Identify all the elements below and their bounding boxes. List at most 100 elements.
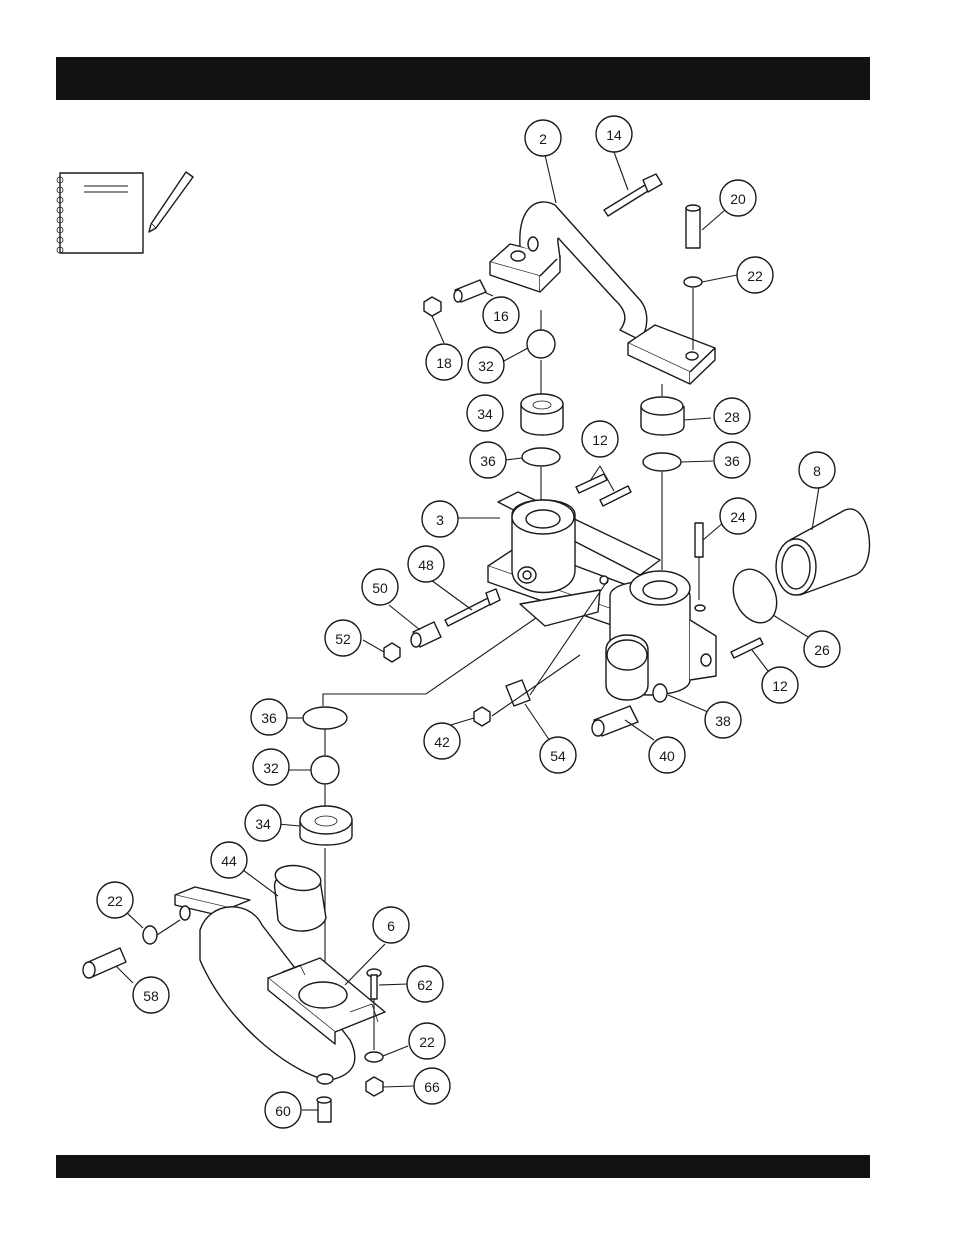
part-54-square-washer	[506, 680, 530, 706]
callout-number: 38	[715, 713, 731, 729]
callout-number: 34	[477, 406, 493, 422]
callout-number: 3	[436, 512, 444, 528]
callout-number: 36	[724, 453, 740, 469]
callout-number: 42	[434, 734, 450, 750]
callout-number: 24	[730, 509, 746, 525]
callout-number: 62	[417, 977, 433, 993]
callout-42: 42	[424, 723, 460, 759]
part-34-seat	[521, 394, 563, 435]
callout-number: 12	[772, 678, 788, 694]
part-8-nipple	[776, 509, 869, 595]
callout-6: 6	[373, 907, 409, 943]
part-52-nut	[384, 643, 400, 662]
part-36-oring-lower	[303, 707, 347, 729]
callout-20: 20	[720, 180, 756, 216]
part-22-washer	[684, 277, 702, 287]
callout-number: 48	[418, 557, 434, 573]
part-44-ring	[273, 862, 326, 931]
callout-number: 22	[107, 893, 123, 909]
callout-number: 32	[263, 760, 279, 776]
callout-28: 28	[714, 398, 750, 434]
callout-18: 18	[426, 344, 462, 380]
part-36-oring-left	[522, 448, 560, 466]
callout-number: 14	[606, 127, 622, 143]
callout-12: 12	[582, 421, 618, 457]
callout-34: 34	[467, 395, 503, 431]
callout-36: 36	[251, 699, 287, 735]
part-12-stud-b	[600, 486, 631, 506]
callout-40: 40	[649, 737, 685, 773]
callout-number: 58	[143, 988, 159, 1004]
callout-number: 18	[436, 355, 452, 371]
part-12-stud-c	[731, 638, 763, 658]
callout-48: 48	[408, 546, 444, 582]
part-40-standoff	[592, 706, 638, 736]
callout-22: 22	[97, 882, 133, 918]
part-42-nut	[474, 707, 490, 726]
part-14-bolt	[604, 174, 662, 216]
callout-26: 26	[804, 631, 840, 667]
callout-number: 60	[275, 1103, 291, 1119]
callout-number: 8	[813, 463, 821, 479]
part-48-bolt	[445, 598, 491, 626]
callout-52: 52	[325, 620, 361, 656]
notepad-with-pencil-icon	[57, 172, 193, 253]
part-20-hex-standoff	[686, 205, 700, 248]
callout-number: 12	[592, 432, 608, 448]
callout-8: 8	[799, 452, 835, 488]
part-66-nut	[366, 1077, 383, 1096]
callout-3: 3	[422, 501, 458, 537]
callout-50: 50	[362, 569, 398, 605]
callout-14: 14	[596, 116, 632, 152]
part-22-washer-lower	[365, 1052, 383, 1062]
callout-54: 54	[540, 737, 576, 773]
part-3-main-body	[488, 492, 716, 700]
callout-62: 62	[407, 966, 443, 1002]
callout-number: 66	[424, 1079, 440, 1095]
callout-number: 54	[550, 748, 566, 764]
callout-34: 34	[245, 805, 281, 841]
callout-36: 36	[714, 442, 750, 478]
callout-32: 32	[253, 749, 289, 785]
part-60-plug	[317, 1097, 331, 1122]
part-34-seat-lower	[300, 806, 352, 845]
callout-number: 36	[261, 710, 277, 726]
part-18-nut	[424, 297, 441, 316]
part-2-upper-elbow	[490, 202, 715, 384]
callout-32: 32	[468, 347, 504, 383]
callout-number: 36	[480, 453, 496, 469]
callout-60: 60	[265, 1092, 301, 1128]
callout-number: 16	[493, 308, 509, 324]
part-36-oring-right	[643, 453, 681, 471]
callout-number: 52	[335, 631, 351, 647]
callout-number: 32	[478, 358, 494, 374]
part-38-washer	[653, 684, 667, 702]
callout-number: 22	[419, 1034, 435, 1050]
callout-number: 40	[659, 748, 675, 764]
callout-number: 44	[221, 853, 237, 869]
callout-number: 22	[747, 268, 763, 284]
part-12-stud-a	[576, 474, 607, 493]
callout-number: 50	[372, 580, 388, 596]
part-16-sleeve	[454, 280, 486, 302]
callout-38: 38	[705, 702, 741, 738]
part-62-screw	[367, 969, 381, 999]
part-24-stud	[695, 523, 703, 557]
part-32-ball	[527, 330, 555, 358]
callout-22: 22	[409, 1023, 445, 1059]
part-22-washer-left	[143, 926, 157, 944]
callout-12: 12	[762, 667, 798, 703]
callout-36: 36	[470, 442, 506, 478]
callout-24: 24	[720, 498, 756, 534]
callout-66: 66	[414, 1068, 450, 1104]
callout-number: 28	[724, 409, 740, 425]
callout-44: 44	[211, 842, 247, 878]
callout-number: 2	[539, 131, 547, 147]
callout-number: 34	[255, 816, 271, 832]
callout-number: 26	[814, 642, 830, 658]
callout-number: 20	[730, 191, 746, 207]
callout-number: 6	[387, 918, 395, 934]
callout-58: 58	[133, 977, 169, 1013]
callout-16: 16	[483, 297, 519, 333]
